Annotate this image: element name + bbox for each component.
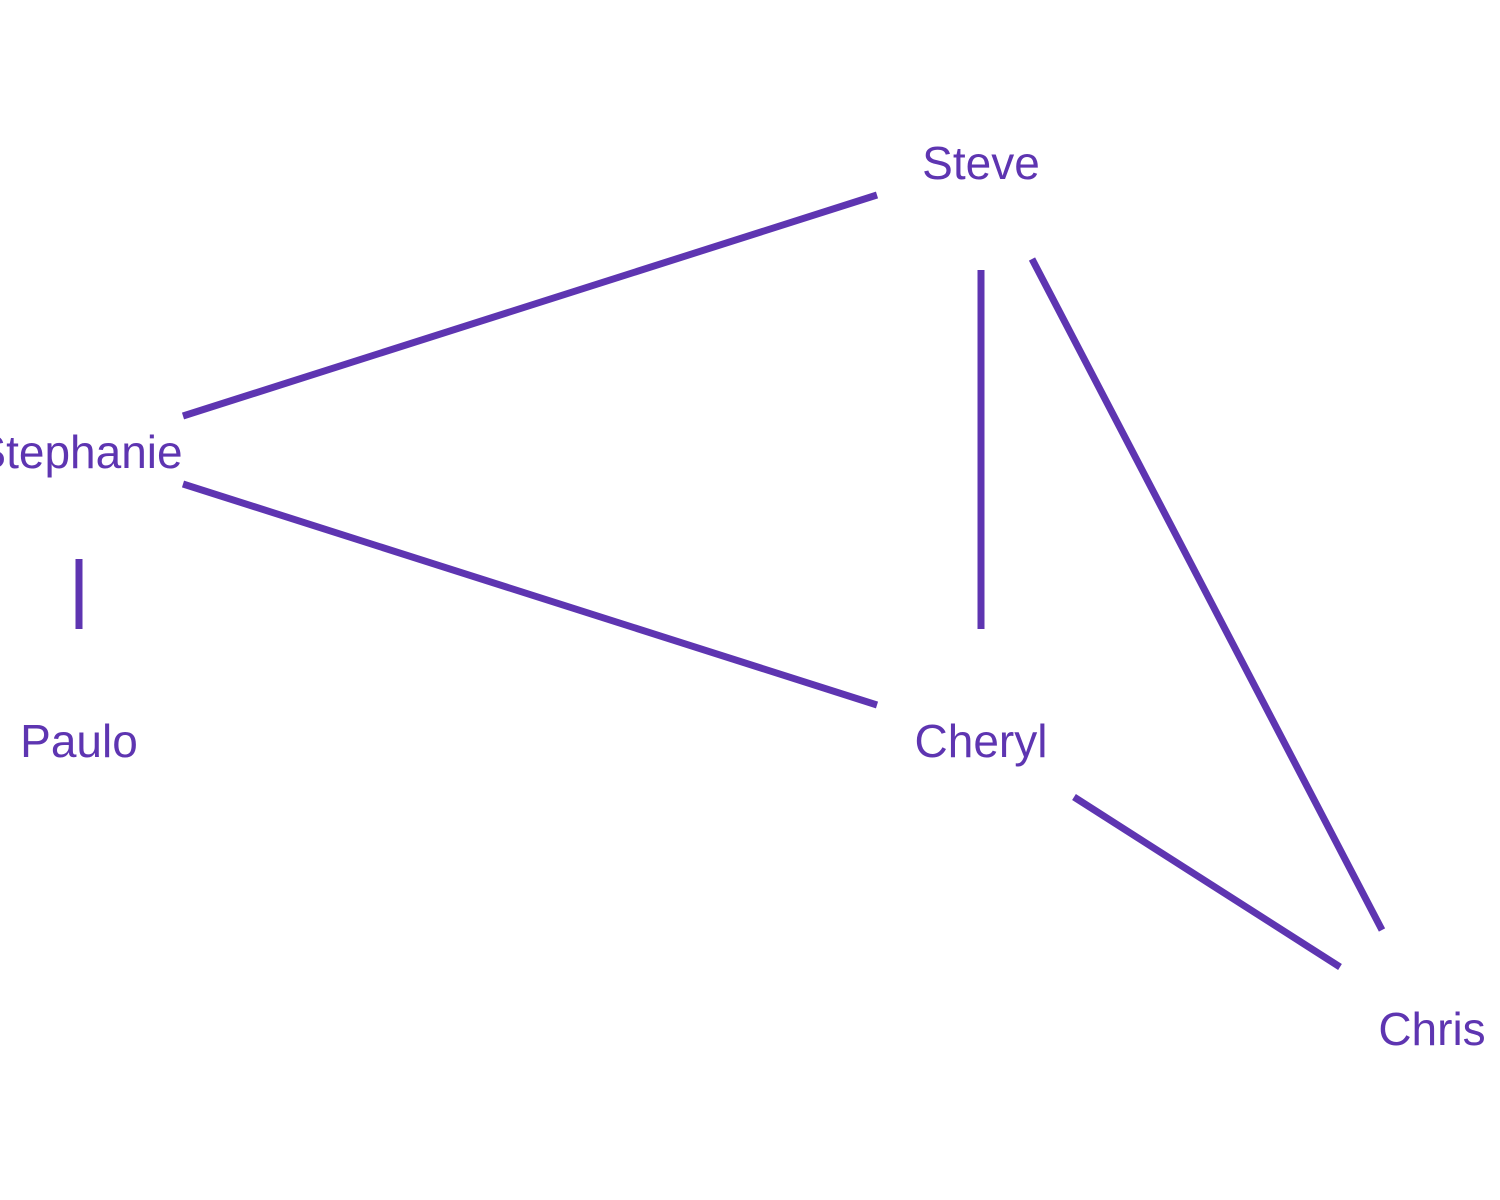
node-cheryl: Cheryl	[915, 715, 1048, 767]
node-stephanie: Stephanie	[0, 426, 183, 478]
edge-stephanie-steve	[181, 191, 879, 420]
edges	[75, 191, 1386, 970]
node-paulo: Paulo	[20, 715, 138, 767]
node-chris: Chris	[1378, 1003, 1485, 1055]
edge-steve-chris	[1028, 257, 1386, 932]
node-steve: Steve	[922, 137, 1040, 189]
edge-cheryl-chris	[1072, 794, 1342, 970]
edge-stephanie-cheryl	[181, 480, 879, 709]
